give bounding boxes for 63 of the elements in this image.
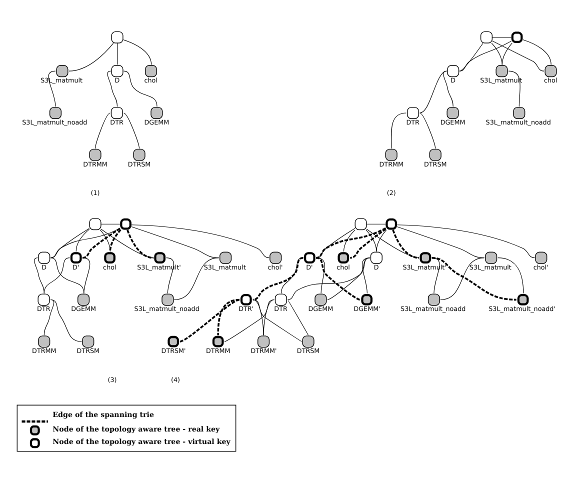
connector bbox=[459, 42, 484, 72]
connector bbox=[316, 227, 386, 259]
connector bbox=[502, 42, 512, 65]
connector bbox=[252, 299, 302, 342]
connector bbox=[419, 112, 436, 149]
connector bbox=[126, 230, 154, 259]
connector bbox=[123, 112, 140, 149]
connector bbox=[419, 70, 448, 114]
connector bbox=[343, 230, 356, 252]
connector bbox=[166, 258, 174, 294]
connector bbox=[376, 230, 387, 252]
connector bbox=[492, 40, 544, 72]
connector bbox=[432, 258, 440, 294]
connector bbox=[440, 258, 485, 300]
connector bbox=[68, 42, 114, 72]
connector bbox=[180, 298, 240, 342]
connector bbox=[224, 299, 274, 342]
connector bbox=[50, 299, 82, 342]
connector bbox=[100, 230, 110, 252]
connector bbox=[316, 256, 360, 301]
connector bbox=[217, 298, 240, 336]
connector bbox=[94, 112, 110, 149]
connector bbox=[522, 39, 552, 65]
connector bbox=[131, 224, 270, 258]
connector bbox=[396, 224, 536, 258]
connector bbox=[263, 299, 274, 336]
connector bbox=[107, 70, 118, 107]
connector bbox=[50, 228, 120, 258]
connector bbox=[44, 299, 54, 336]
connector bbox=[508, 70, 520, 107]
connector bbox=[116, 42, 118, 65]
connector bbox=[459, 40, 512, 72]
connector bbox=[492, 37, 512, 38]
connector bbox=[34, 258, 44, 294]
connector bbox=[76, 228, 90, 252]
connector bbox=[122, 39, 152, 65]
connector bbox=[498, 258, 524, 294]
connector bbox=[366, 228, 420, 258]
connector bbox=[491, 42, 502, 65]
connector bbox=[366, 230, 377, 252]
connector bbox=[82, 228, 120, 259]
legend-label: Node of the topology aware tree - virtual key bbox=[52, 437, 230, 446]
connector bbox=[443, 70, 454, 107]
legend-label: Node of the topology aware tree - real key bbox=[52, 424, 220, 434]
connector bbox=[174, 258, 220, 300]
connector bbox=[392, 230, 420, 259]
connector bbox=[44, 258, 70, 294]
connector bbox=[109, 229, 122, 252]
connector bbox=[100, 228, 154, 258]
connector bbox=[287, 299, 309, 336]
connector bbox=[82, 258, 90, 294]
connector bbox=[252, 256, 304, 301]
connector bbox=[432, 256, 516, 301]
connector bbox=[281, 258, 304, 294]
connector bbox=[48, 70, 56, 107]
connector bbox=[327, 258, 370, 300]
connector bbox=[287, 258, 370, 300]
legend-label: Edge of the spanning trie bbox=[52, 410, 154, 419]
connector bbox=[362, 258, 370, 294]
connector bbox=[350, 228, 386, 259]
connector bbox=[123, 70, 158, 107]
connector bbox=[390, 112, 407, 149]
connector bbox=[252, 299, 264, 336]
